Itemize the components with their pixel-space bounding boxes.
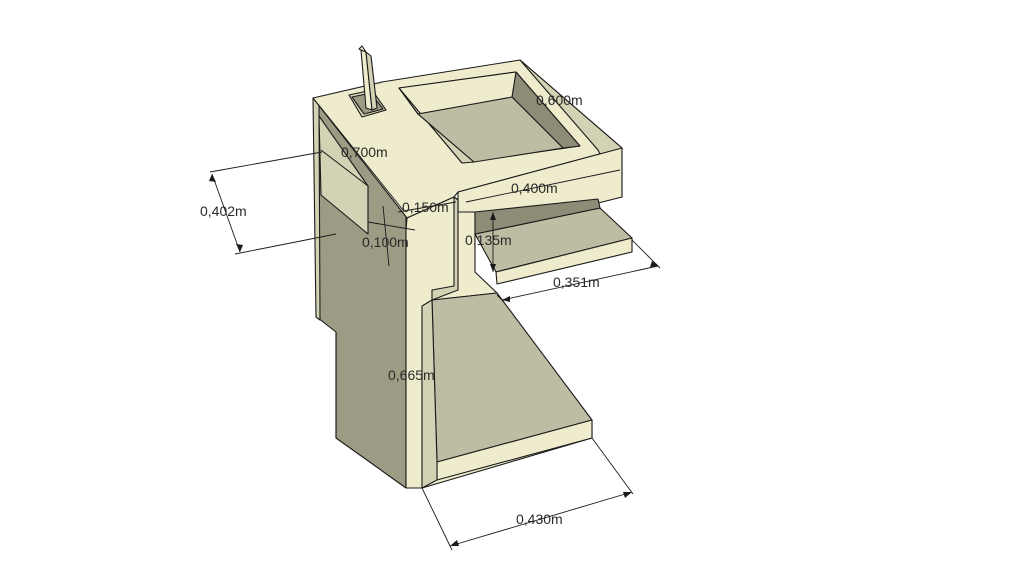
dimension-0700	[317, 103, 404, 211]
dimension-0351	[496, 239, 661, 303]
dimension-0135	[490, 212, 496, 272]
label-0402: 0,402m	[200, 203, 247, 219]
dimension-0402	[209, 151, 337, 255]
label-0700: 0,700m	[341, 144, 388, 160]
vertical-board-side	[365, 51, 378, 111]
dimension-0400	[465, 169, 621, 203]
label-0400: 0,400m	[511, 180, 558, 196]
left-shelf-divider	[320, 149, 369, 187]
label-0100: 0,100m	[362, 234, 409, 250]
left-shelf-opening	[318, 115, 369, 235]
label-0600: 0,600m	[536, 92, 583, 108]
upper-shelf-back-wall	[474, 198, 601, 235]
lower-shelf-left-inner-wall	[421, 299, 438, 489]
basin-floor	[417, 96, 564, 163]
cabinet-front-column-shade	[431, 196, 459, 301]
vertical-board-top	[358, 45, 367, 53]
label-0665: 0,665m	[388, 367, 435, 383]
dimension-0430	[421, 437, 634, 551]
dimension-0150	[397, 201, 457, 213]
dimension-0100	[367, 205, 416, 267]
upper-shelf-front-edge	[495, 237, 633, 285]
label-0430: 0,430m	[516, 511, 563, 527]
label-0135: 0,135m	[465, 232, 512, 248]
label-0150: 0,150m	[402, 199, 449, 215]
label-0351: 0,351m	[553, 274, 600, 290]
